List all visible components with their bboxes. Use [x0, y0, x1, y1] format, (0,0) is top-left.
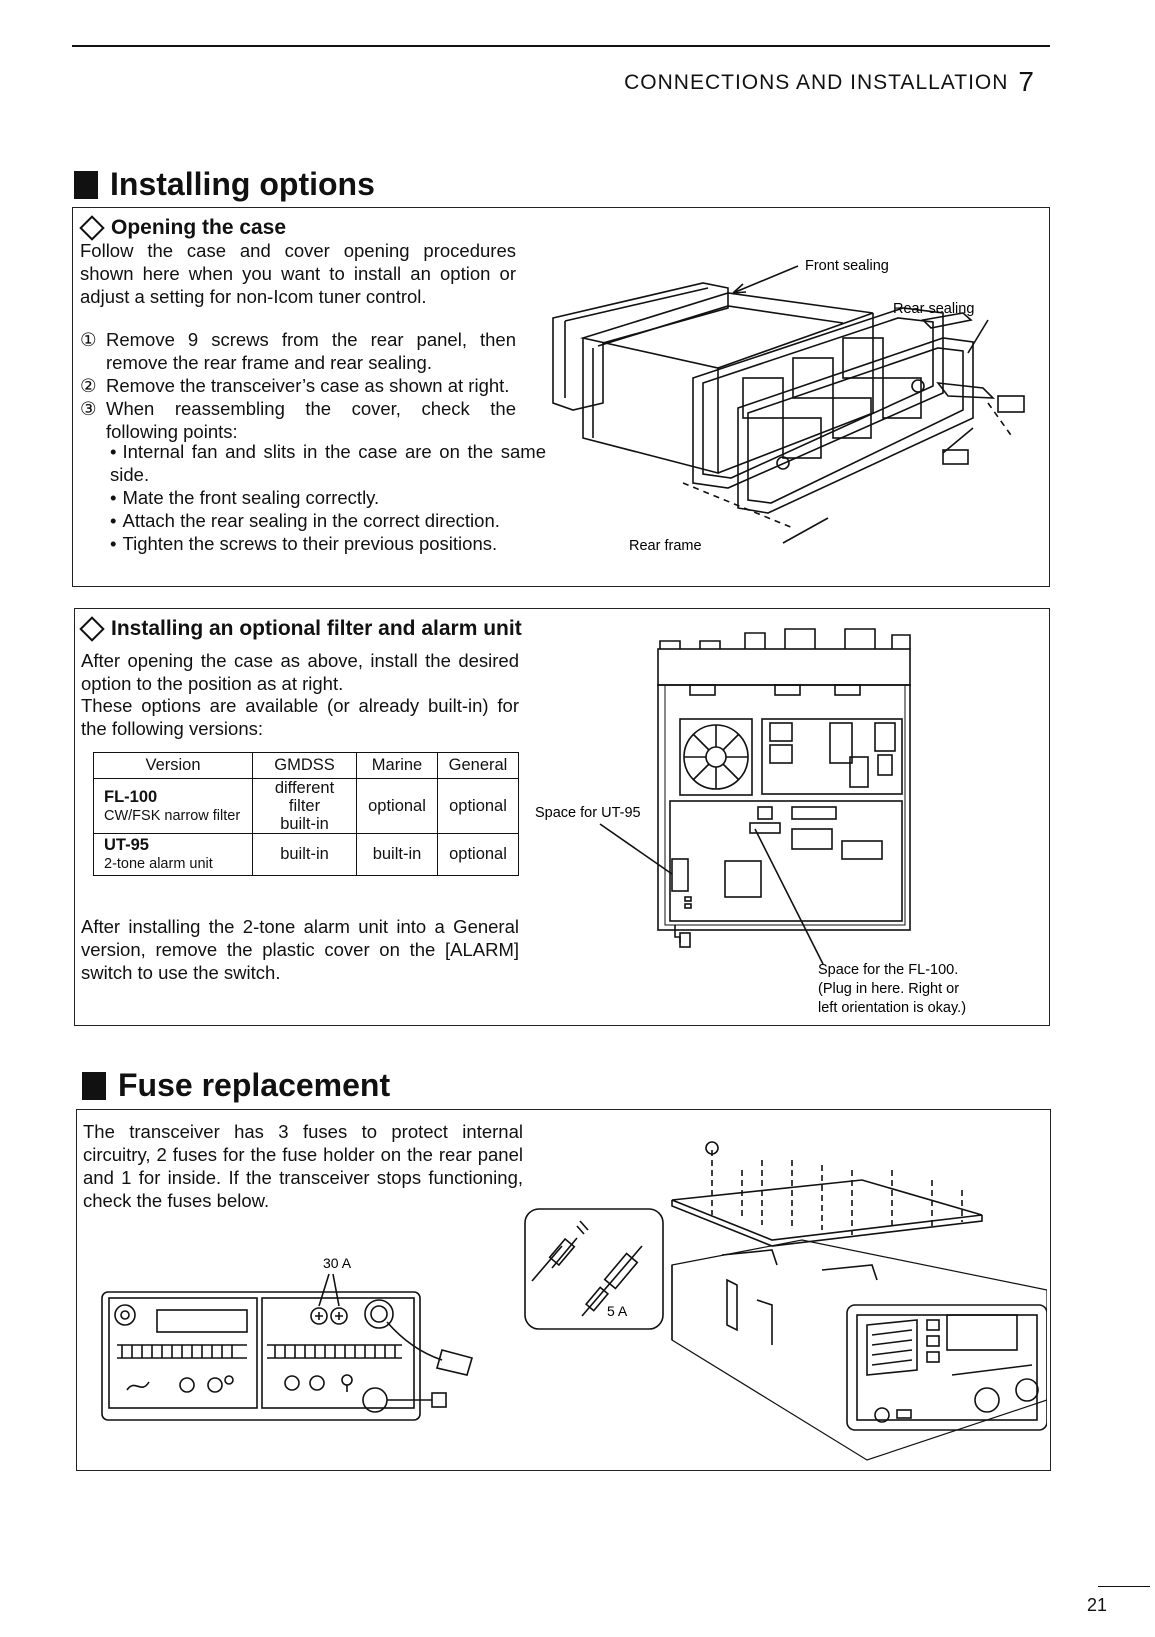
bullet-item: Internal fan and slits in the case are o…	[110, 440, 546, 486]
column-header: Marine	[356, 752, 438, 779]
top-rule	[72, 45, 1050, 47]
label-ut95: Space for UT-95	[535, 805, 641, 821]
gmdss-cell: built-in	[252, 833, 357, 876]
label-5a: 5 A	[607, 1303, 628, 1319]
chapter-number: 7	[1018, 66, 1035, 97]
column-header: GMDSS	[252, 752, 357, 779]
rear-panel-diagram: 30 A	[101, 1255, 473, 1421]
table-header-row: Version GMDSS Marine General	[93, 752, 519, 779]
page-number-rule	[1098, 1586, 1150, 1587]
page-number: 21	[1086, 1595, 1107, 1615]
marine-cell: built-in	[356, 833, 438, 876]
label-rear-frame: Rear frame	[629, 538, 702, 554]
label-front-sealing: Front sealing	[805, 258, 889, 274]
section-heading-installing-options: Installing options	[74, 166, 375, 203]
diamond-icon	[79, 616, 105, 642]
fuse-inset-diagram: 5 A	[524, 1208, 664, 1330]
label-fl100-2: (Plug in here. Right or	[818, 981, 959, 997]
subheading-opening-case: Opening the case	[79, 215, 287, 241]
filter-intro-2: These options are available (or already …	[81, 695, 519, 739]
fuse-box: The transceiver has 3 fuses to protect i…	[76, 1109, 1051, 1471]
internal-layout-diagram: Space for UT-95 Space for the FL-100. (P…	[535, 628, 966, 1016]
label-rear-sealing: Rear sealing	[893, 301, 974, 317]
label-fl100-3: left orientation is okay.)	[818, 1000, 966, 1016]
section-title: Installing options	[110, 166, 375, 202]
header-title: CONNECTIONS AND INSTALLATION	[624, 71, 1009, 94]
heading-square-icon	[82, 1071, 106, 1100]
section-heading-fuse-replacement: Fuse replacement	[82, 1067, 390, 1104]
case-opening-diagram: Front sealing Rear sealing Rear frame	[552, 258, 1025, 554]
bullet-item: Tighten the screws to their previous pos…	[110, 532, 546, 555]
subheading-filter-alarm: Installing an optional filter and alarm …	[79, 616, 522, 642]
check-points-list: Internal fan and slits in the case are o…	[80, 440, 546, 555]
subheading-text: Opening the case	[111, 216, 287, 239]
label-fl100-1: Space for the FL-100.	[818, 962, 958, 978]
transceiver-fuse-diagram	[671, 1141, 1047, 1461]
column-header: General	[437, 752, 519, 779]
general-cell: optional	[437, 833, 519, 876]
diamond-icon	[79, 215, 105, 241]
bullet-item: Mate the front sealing correctly.	[110, 486, 546, 509]
opening-case-box: Opening the case Follow the case and cov…	[72, 207, 1050, 587]
column-header: Version	[93, 752, 253, 779]
filter-alarm-box: Installing an optional filter and alarm …	[74, 608, 1050, 1026]
marine-cell: optional	[356, 778, 438, 834]
opening-intro: Follow the case and cover opening proced…	[80, 240, 516, 307]
bullet-item: Attach the rear sealing in the correct d…	[110, 509, 546, 532]
fuse-text: The transceiver has 3 fuses to protect i…	[83, 1121, 523, 1211]
subheading-text: Installing an optional filter and alarm …	[111, 617, 522, 640]
heading-square-icon	[74, 170, 98, 199]
alarm-note: After installing the 2-tone alarm unit i…	[81, 916, 519, 983]
general-cell: optional	[437, 778, 519, 834]
running-header: CONNECTIONS AND INSTALLATION 7	[624, 64, 1035, 97]
section-title: Fuse replacement	[118, 1067, 391, 1103]
filter-intro-1: After opening the case as above, install…	[81, 650, 519, 694]
label-30a: 30 A	[323, 1255, 352, 1271]
